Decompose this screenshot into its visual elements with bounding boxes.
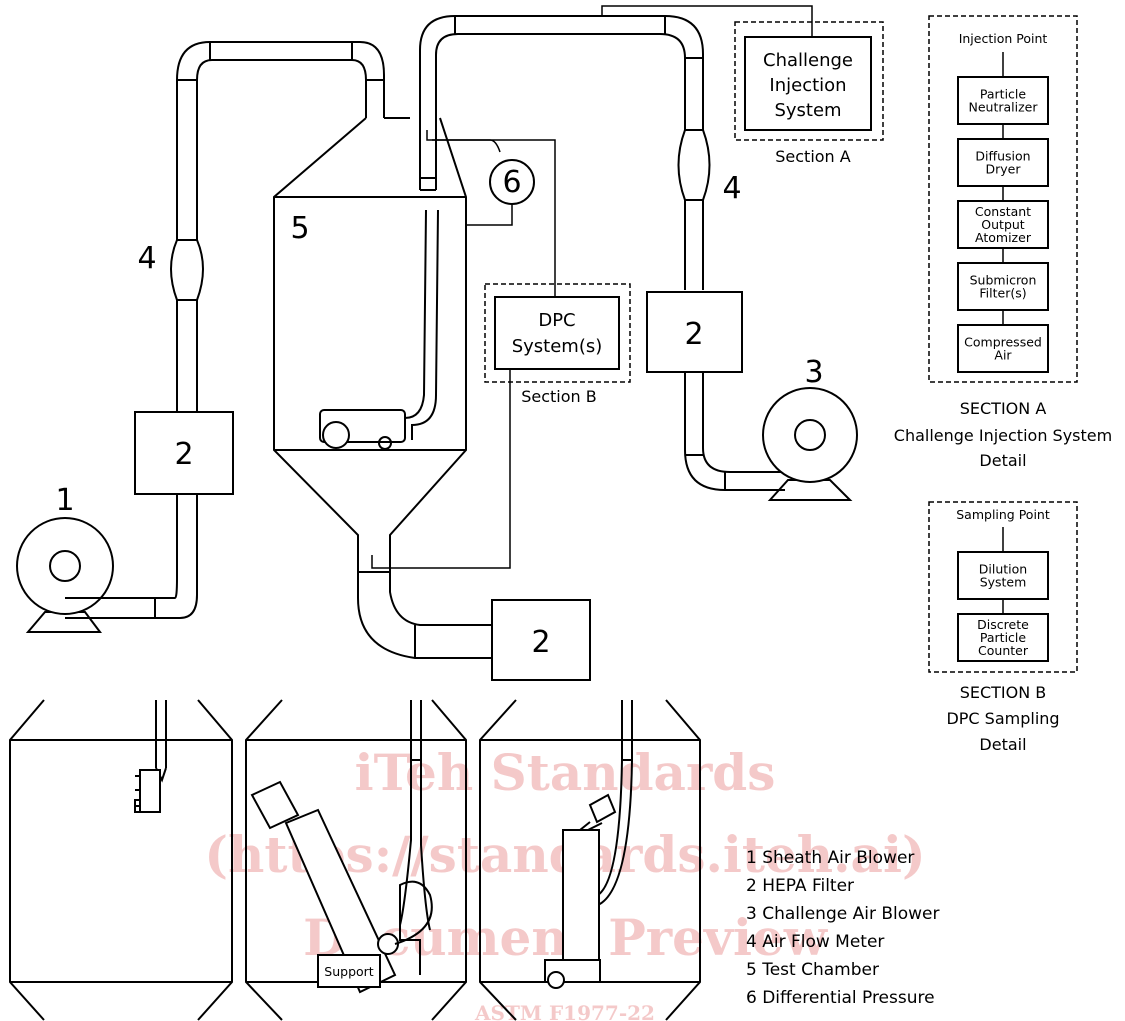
legend-item-5: 5 Test Chamber xyxy=(746,960,879,980)
section-b-outline xyxy=(484,283,631,383)
chamber-variant-1 xyxy=(9,699,233,1021)
section-b-detail-box-1 xyxy=(957,551,1049,600)
label-4-flow-meter-right: 4 xyxy=(722,171,741,206)
section-a-detail-caption-1: SECTION A xyxy=(960,399,1047,418)
test-chamber xyxy=(273,112,492,659)
section-a-detail-box-5-line-1: Compressed xyxy=(964,335,1042,350)
challenge-injection-line-2: Injection xyxy=(769,75,846,96)
legend-item-2: 2 HEPA Filter xyxy=(746,876,854,896)
sheath-air-loop xyxy=(16,41,385,633)
legend-item-4: 4 Air Flow Meter xyxy=(746,932,884,952)
watermark-line-4: ASTM F1977-22 xyxy=(474,1001,655,1021)
section-a-detail: Injection Point ParticleNeutralizerDiffu… xyxy=(928,15,1078,383)
section-b-detail-box-2-line-3: Counter xyxy=(978,643,1029,658)
section-a-detail-box-4-line-1: Submicron xyxy=(970,273,1037,288)
differential-pressure xyxy=(426,130,535,226)
label-2-hepa-right: 2 xyxy=(684,317,703,352)
section-a-detail-box-4-line-2: Filter(s) xyxy=(979,286,1026,301)
section-a-detail-box-5-line-2: Air xyxy=(994,348,1012,363)
section-a-detail-box-2-line-1: Diffusion xyxy=(975,149,1030,164)
challenge-injection-box xyxy=(744,36,872,131)
legend: 1 Sheath Air Blower 2 HEPA Filter 3 Chal… xyxy=(746,848,940,1008)
section-b-detail-box-2-line-1: Discrete xyxy=(977,617,1029,632)
dpc-sample-line-bottom xyxy=(371,370,511,569)
section-a-detail-box-3-line-3: Atomizer xyxy=(975,230,1032,245)
hepa-filter-right xyxy=(646,291,743,373)
section-a-detail-box-5 xyxy=(957,324,1049,373)
dpc-line-2: System(s) xyxy=(512,336,603,357)
section-b-detail-box-2-line-2: Particle xyxy=(980,630,1026,645)
dpc-sample-line-top xyxy=(432,139,556,300)
label-6-differential-pressure: 6 xyxy=(502,165,521,200)
section-a-detail-box-3-line-1: Constant xyxy=(975,204,1031,219)
support-box xyxy=(317,954,381,988)
injection-point-label: Injection Point xyxy=(959,31,1048,46)
section-b-detail-box-2 xyxy=(957,613,1049,662)
dpc-system-box xyxy=(494,296,620,370)
chamber-variant-2: Support xyxy=(245,699,467,1021)
section-a-detail-box-2-line-2: Dryer xyxy=(986,162,1022,177)
label-2-hepa-bottom: 2 xyxy=(531,625,550,660)
legend-item-6: 6 Differential Pressure xyxy=(746,988,935,1008)
sheath-air-blower xyxy=(16,517,114,633)
label-2-hepa-left: 2 xyxy=(174,437,193,472)
section-b-detail: Sampling Point DilutionSystemDiscretePar… xyxy=(928,501,1078,673)
section-a-detail-box-3 xyxy=(957,200,1049,249)
section-a-detail-box-2 xyxy=(957,138,1049,187)
section-b-detail-caption-1: SECTION B xyxy=(960,683,1047,702)
section-a-outline xyxy=(734,21,884,141)
challenge-air-blower xyxy=(762,387,858,501)
section-b-caption: Section B xyxy=(521,387,597,406)
support-label: Support xyxy=(324,964,374,979)
section-a-detail-box-1-line-2: Neutralizer xyxy=(968,100,1038,115)
section-b-detail-box-1-line-2: System xyxy=(980,575,1027,590)
label-3-challenge-blower: 3 xyxy=(804,355,823,390)
label-4-flow-meter-left: 4 xyxy=(137,241,156,276)
section-a-detail-box-1-line-1: Particle xyxy=(980,87,1026,102)
challenge-air-loop xyxy=(419,5,858,501)
label-5-test-chamber: 5 xyxy=(290,211,309,246)
legend-item-3: 3 Challenge Air Blower xyxy=(746,904,940,924)
section-a-detail-caption-3: Detail xyxy=(979,451,1026,470)
section-a-caption: Section A xyxy=(775,147,851,166)
watermark-line-1: iTeh Standards xyxy=(355,743,776,802)
section-a-detail-box-3-line-2: Output xyxy=(981,217,1025,232)
dpc-line-1: DPC xyxy=(538,310,575,331)
challenge-injection-line-3: System xyxy=(774,100,841,121)
section-b-detail-caption-3: Detail xyxy=(979,735,1026,754)
section-a-detail-caption-2: Challenge Injection System xyxy=(894,426,1112,445)
hepa-filter-left xyxy=(134,411,234,495)
chamber-variant-3 xyxy=(479,699,701,1021)
legend-item-1: 1 Sheath Air Blower xyxy=(746,848,914,868)
challenge-injection-line-1: Challenge xyxy=(763,50,853,71)
section-a-detail-box-1 xyxy=(957,76,1049,125)
sampling-point-label: Sampling Point xyxy=(956,507,1050,522)
vacuum-on-floor xyxy=(319,209,439,450)
hepa-filter-bottom xyxy=(491,599,591,681)
section-b-detail-caption-2: DPC Sampling xyxy=(946,709,1059,728)
section-b-detail-box-1-line-1: Dilution xyxy=(979,562,1027,577)
label-1-sheath-blower: 1 xyxy=(55,483,74,518)
